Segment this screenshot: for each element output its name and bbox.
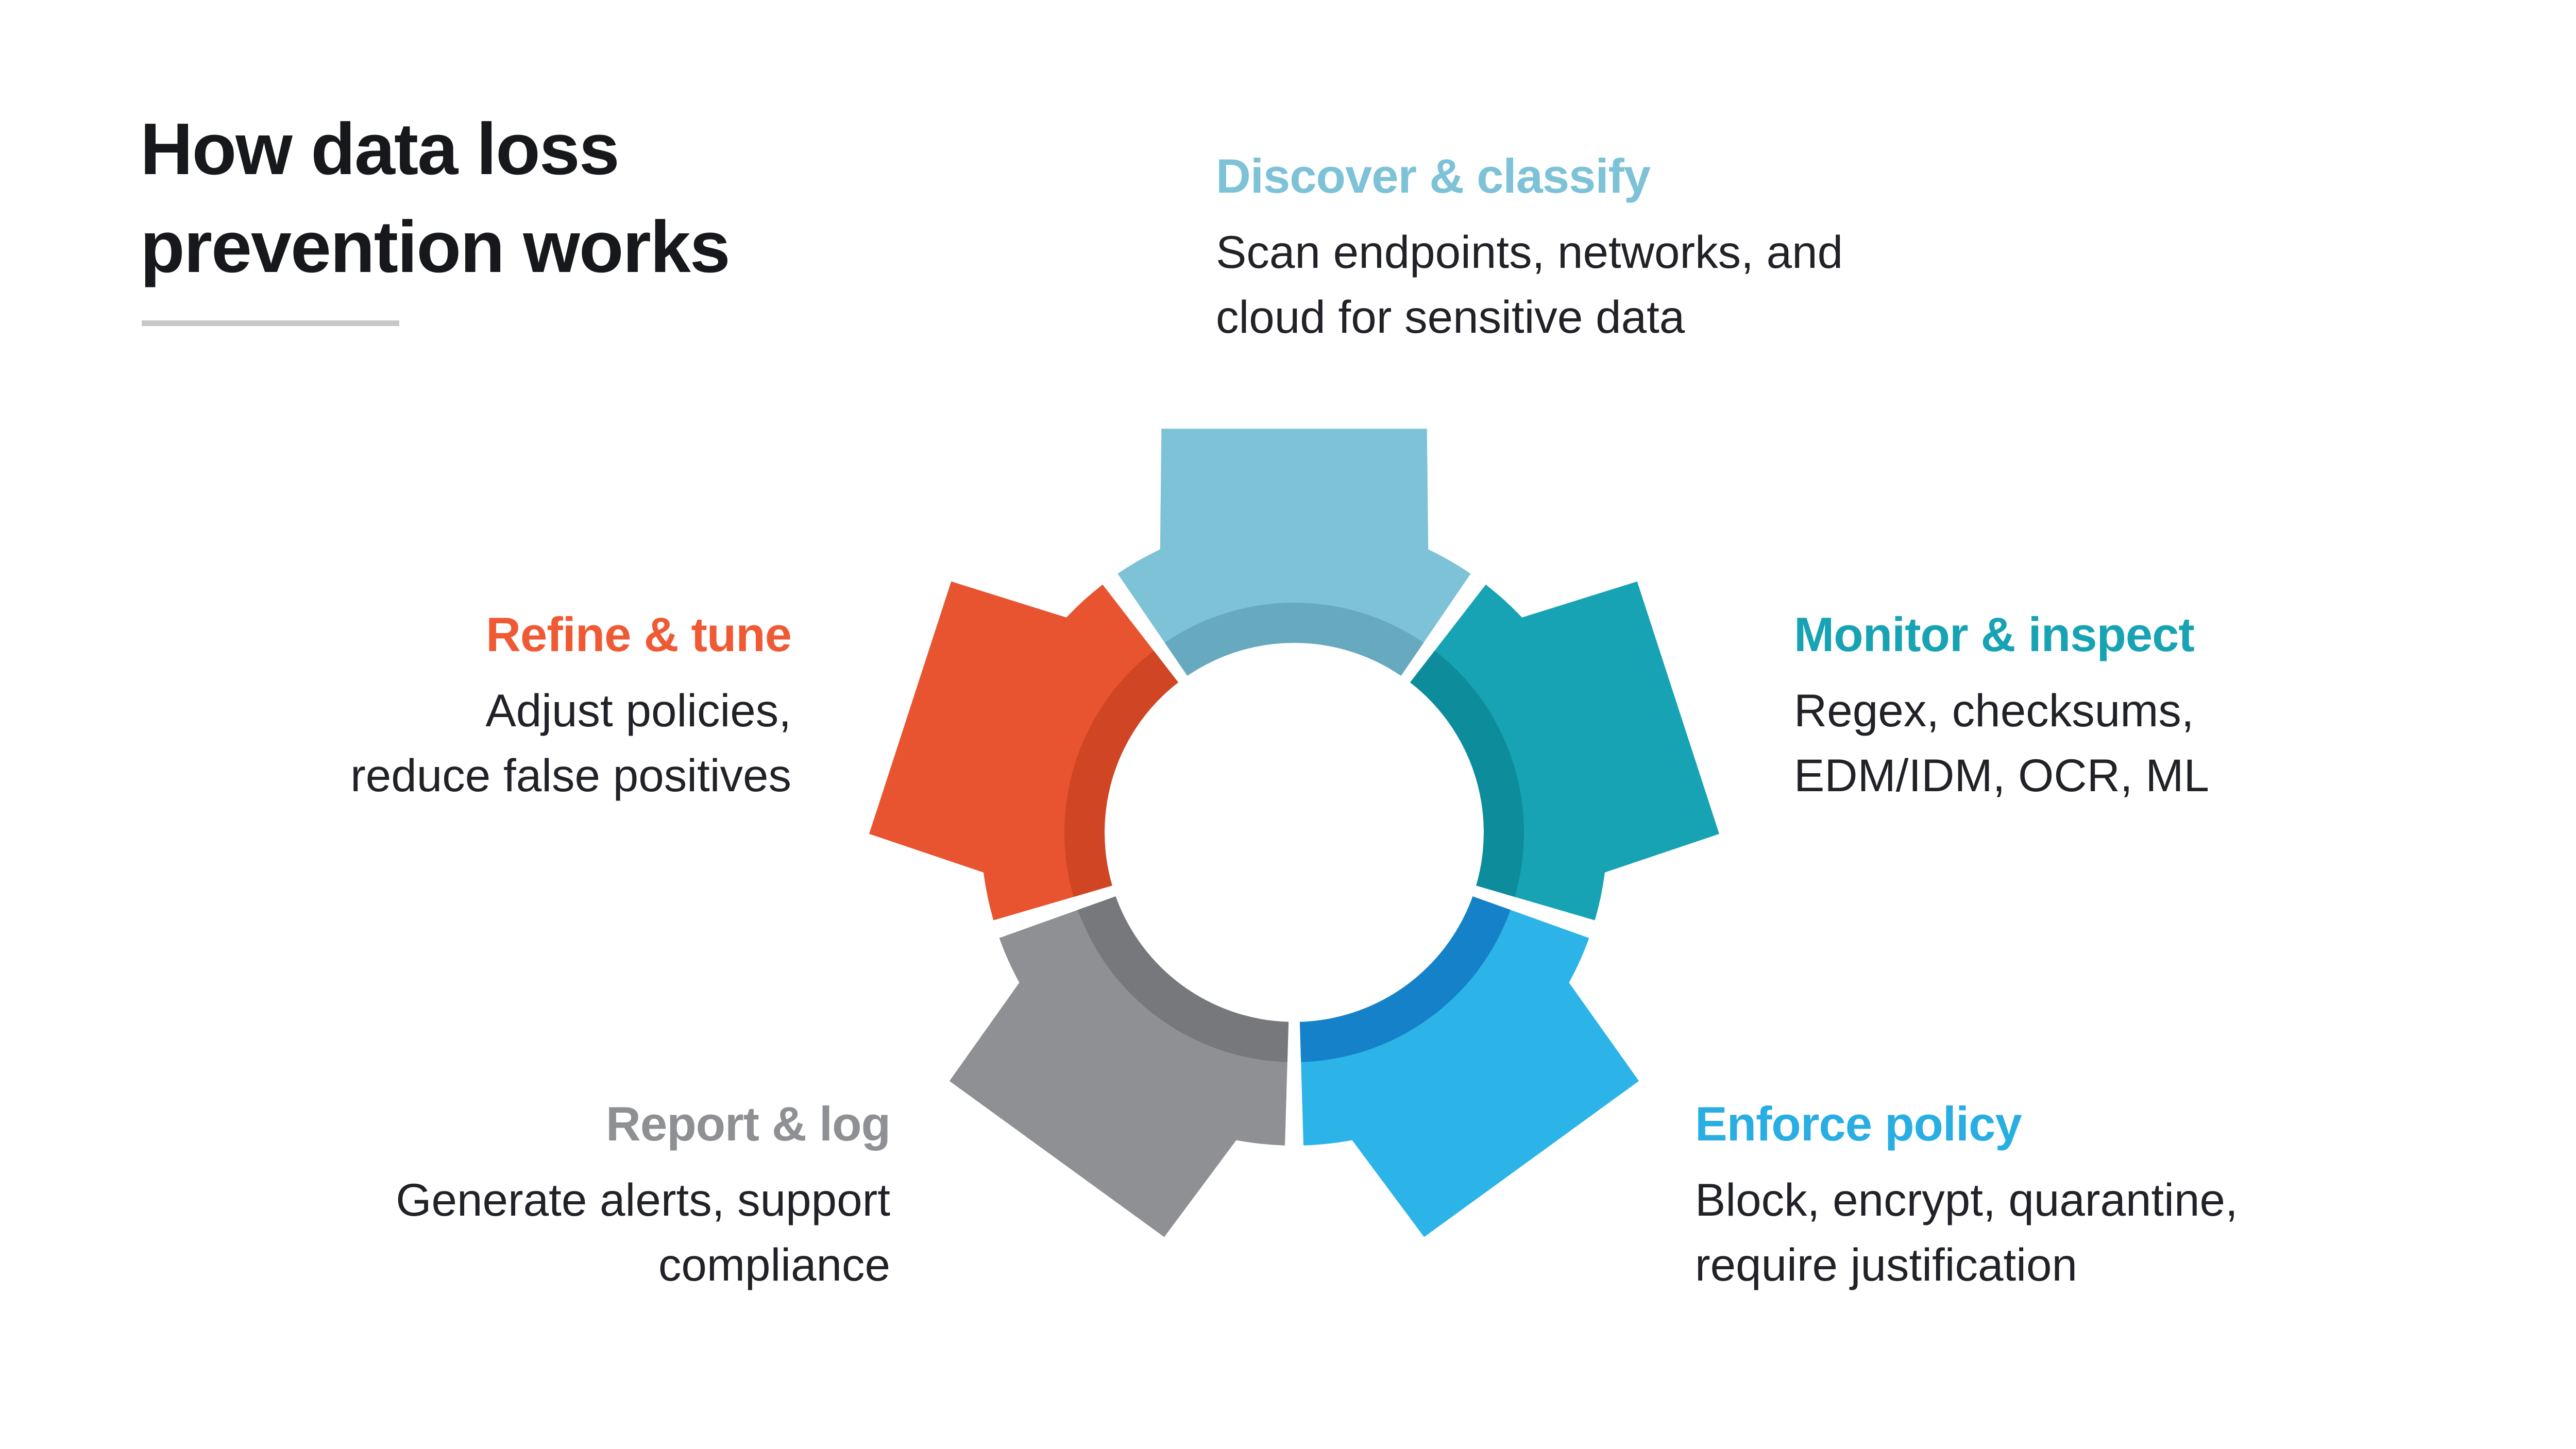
label-monitor-line-2: EDM/IDM, OCR, ML	[1794, 749, 2209, 802]
page-title: How data loss prevention works	[140, 108, 731, 288]
dlp-gear-svg	[869, 429, 1719, 1237]
label-discover-line-2: cloud for sensitive data	[1216, 291, 1685, 343]
dlp-cycle-diagram	[861, 400, 1727, 1265]
label-monitor-heading: Monitor & inspect	[1794, 607, 2195, 661]
label-report-heading: Report & log	[606, 1097, 891, 1151]
gear-segment-enforce	[1299, 896, 1639, 1237]
label-report-line-1: Generate alerts, support	[396, 1174, 890, 1226]
label-report-line-2: compliance	[658, 1239, 890, 1291]
label-discover-heading: Discover & classify	[1216, 149, 1651, 203]
label-enforce-heading: Enforce policy	[1695, 1097, 2022, 1151]
label-monitor: Monitor & inspect Regex, checksums, EDM/…	[1794, 607, 2209, 808]
gear-segment-monitor	[1410, 581, 1719, 920]
label-refine: Refine & tune Adjust policies, reduce fa…	[350, 607, 792, 808]
label-report: Report & log Generate alerts, support co…	[396, 1096, 891, 1298]
gear-segment-discover	[1117, 429, 1471, 676]
gear-segment-report	[949, 896, 1289, 1237]
label-enforce: Enforce policy Block, encrypt, quarantin…	[1695, 1096, 2238, 1298]
label-monitor-line-1: Regex, checksums,	[1794, 685, 2194, 737]
label-discover: Discover & classify Scan endpoints, netw…	[1216, 148, 1843, 350]
label-enforce-line-1: Block, encrypt, quarantine,	[1695, 1174, 2238, 1226]
label-discover-line-1: Scan endpoints, networks, and	[1216, 226, 1843, 278]
label-enforce-line-2: require justification	[1695, 1239, 2078, 1291]
label-refine-line-1: Adjust policies,	[485, 685, 791, 737]
label-refine-line-2: reduce false positives	[350, 749, 791, 802]
label-refine-heading: Refine & tune	[486, 607, 792, 661]
title-divider	[142, 320, 399, 326]
gear-segment-refine	[869, 581, 1178, 920]
